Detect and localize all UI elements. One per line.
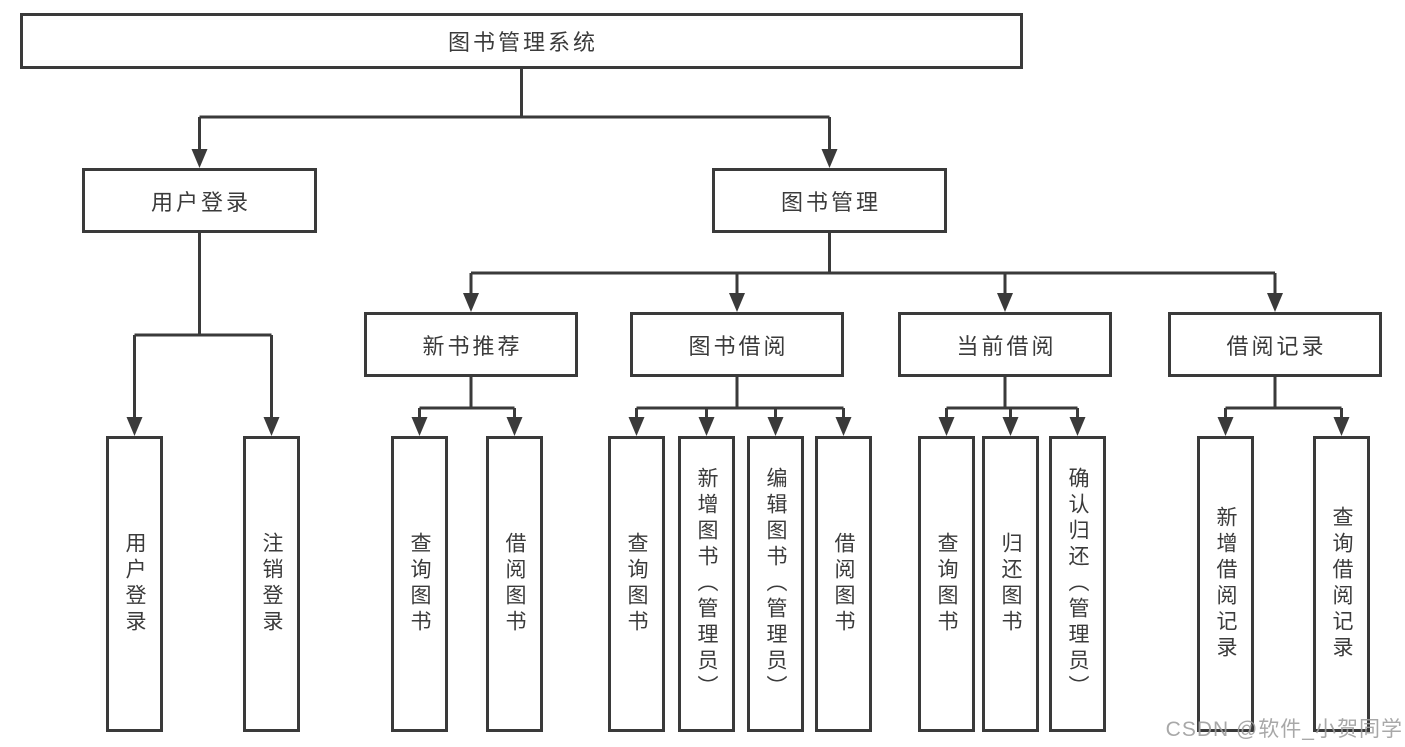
arrowheads: [126, 149, 1350, 436]
node-book-borrow: 图书借阅: [630, 312, 844, 377]
node-book-borrow-label: 图书借阅: [688, 333, 789, 359]
node-user-login-label: 用户登录: [150, 189, 251, 215]
leaf-confirm-return-admin: 确认归还（管理员）: [1049, 436, 1106, 732]
node-root: 图书管理系统: [20, 13, 1023, 69]
leaf-query-books-current-label: 查询图书: [935, 532, 959, 636]
leaf-user-login: 用户登录: [106, 436, 163, 732]
csdn-watermark: CSDN @软件_小贺同学: [1165, 718, 1403, 741]
leaf-query-borrow-record: 查询借阅记录: [1313, 436, 1370, 732]
leaf-query-books-recommend: 查询图书: [391, 436, 448, 732]
leaf-query-books-borrow-label: 查询图书: [625, 532, 649, 636]
node-new-book-recommend-label: 新书推荐: [422, 333, 523, 359]
leaf-query-books-current: 查询图书: [918, 436, 975, 732]
leaf-add-borrow-record-label: 新增借阅记录: [1214, 506, 1238, 662]
leaf-edit-book-admin-label: 编辑图书（管理员）: [764, 467, 788, 701]
node-borrow-records: 借阅记录: [1168, 312, 1382, 377]
node-current-borrow-label: 当前借阅: [956, 333, 1057, 359]
leaf-return-book-label: 归还图书: [999, 532, 1023, 636]
leaf-return-book: 归还图书: [982, 436, 1039, 732]
node-root-label: 图书管理系统: [447, 30, 598, 55]
leaf-user-login-label: 用户登录: [123, 532, 147, 636]
node-borrow-records-label: 借阅记录: [1226, 333, 1327, 359]
leaf-add-book-admin: 新增图书（管理员）: [678, 436, 735, 732]
leaf-borrow-books-recommend: 借阅图书: [486, 436, 543, 732]
node-user-login: 用户登录: [82, 168, 317, 233]
leaf-confirm-return-admin-label: 确认归还（管理员）: [1066, 467, 1090, 701]
leaf-borrow-books-2: 借阅图书: [815, 436, 872, 732]
leaf-add-borrow-record: 新增借阅记录: [1197, 436, 1254, 732]
node-current-borrow: 当前借阅: [898, 312, 1112, 377]
leaf-logout-label: 注销登录: [260, 532, 284, 636]
leaf-query-borrow-record-label: 查询借阅记录: [1330, 506, 1354, 662]
node-new-book-recommend: 新书推荐: [364, 312, 578, 377]
leaf-borrow-books-2-label: 借阅图书: [832, 532, 856, 636]
leaf-query-books-recommend-label: 查询图书: [408, 532, 432, 636]
leaf-add-book-admin-label: 新增图书（管理员）: [695, 467, 719, 701]
leaf-query-books-borrow: 查询图书: [608, 436, 665, 732]
leaf-logout: 注销登录: [243, 436, 300, 732]
leaf-edit-book-admin: 编辑图书（管理员）: [747, 436, 804, 732]
leaf-borrow-books-recommend-label: 借阅图书: [503, 532, 527, 636]
node-book-management-label: 图书管理: [780, 189, 881, 215]
node-book-management: 图书管理: [712, 168, 947, 233]
